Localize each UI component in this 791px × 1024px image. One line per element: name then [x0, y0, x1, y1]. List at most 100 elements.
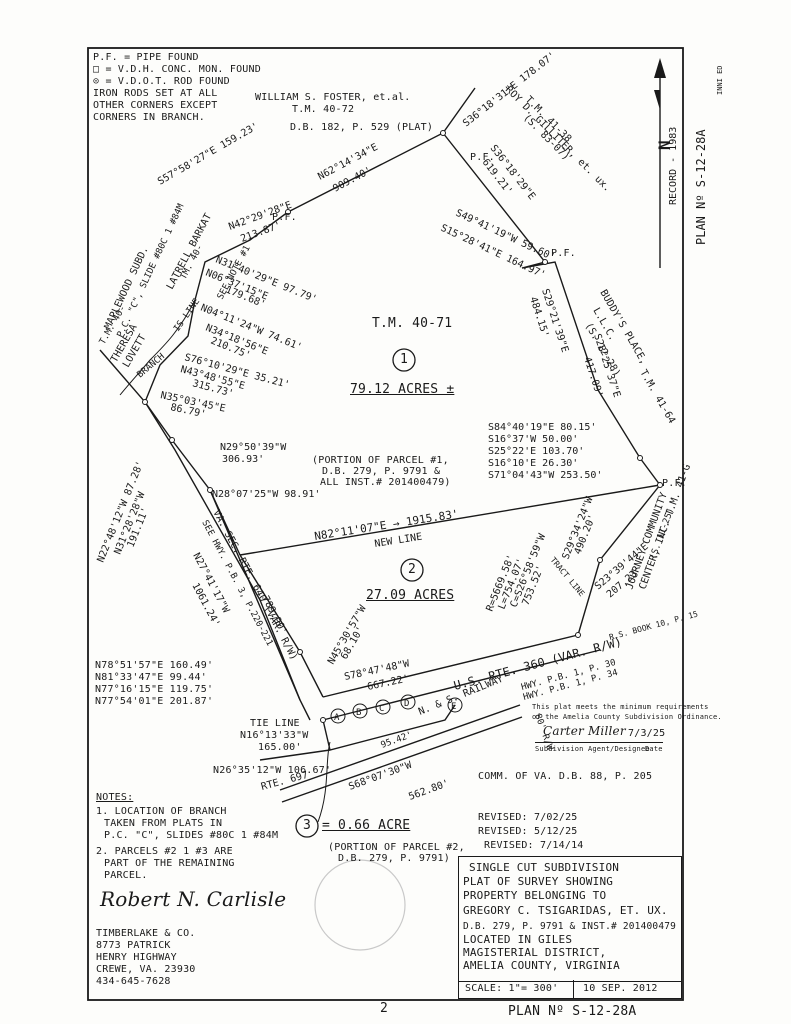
title-line-8: AMELIA COUNTY, VIRGINIA — [463, 959, 620, 972]
point-d: D — [404, 699, 409, 709]
abcd-de: N77°54'01"E 201.87' — [95, 696, 214, 707]
north-arrow-head — [654, 58, 666, 78]
branch-line — [119, 299, 196, 396]
title-date: 10 SEP. 2012 — [583, 983, 658, 994]
plan-number-bottom: PLAN Nº S-12-28A — [508, 1004, 637, 1019]
parcel-1-west-boundary — [144, 211, 289, 556]
comm-of-va: COMM. OF VA. D.B. 88, P. 205 — [478, 771, 653, 782]
corner-marker — [297, 649, 303, 655]
legend-square-icon: □ — [93, 64, 106, 75]
parcel-1-note-3: ALL INST.# 201400479) — [320, 477, 451, 488]
approval-line-2: of the Amelia County Subdivision Ordinan… — [532, 713, 722, 721]
revision-1: REVISED: 7/02/25 — [478, 812, 578, 823]
legend-rods-3: CORNERS IN BRANCH. — [93, 112, 205, 123]
title-line-5: D.B. 279, P. 9791 & INST.# 201400479 — [463, 921, 677, 932]
abcd-cd: N77°16'15"E 119.75' — [95, 684, 214, 695]
bearing-s71: S71°04'43"W 253.50' — [488, 470, 602, 481]
owner-foster-tm: T.M. 40-72 — [292, 104, 355, 115]
notes-heading: NOTES: — [96, 792, 134, 803]
page-number: 2 — [380, 1001, 389, 1016]
revision-2: REVISED: 5/12/25 — [478, 826, 578, 837]
title-line-4: GREGORY C. TSIGARIDAS, ET. UX. — [463, 904, 668, 917]
note-1b: TAKEN FROM PLATS IN — [104, 818, 223, 829]
route-360-south-edge — [322, 649, 601, 721]
surveyor-phone: 434-645-7628 — [96, 976, 171, 987]
bearing-s68-dist: 562.80' — [407, 778, 450, 803]
title-line-3: PROPERTY BELONGING TO — [463, 889, 607, 902]
parcel-1-circle — [392, 348, 416, 372]
corner-marker — [169, 437, 175, 443]
far-west-line — [99, 349, 311, 721]
corner-marker — [657, 482, 663, 488]
bearing-s16-w: S16°37'W 50.00' — [488, 434, 578, 445]
legend-square-text: = V.D.H. CONC. MON. FOUND — [105, 64, 261, 75]
title-footer-divider — [573, 980, 574, 998]
s-line-label: IS LINE — [172, 297, 202, 334]
pf-label-2: P.F. — [470, 152, 495, 163]
legend-circle-row: ⊙ = V.D.O.T. ROD FOUND — [93, 76, 230, 87]
bearing-n26: N26°35'12"W 106.67' — [213, 765, 332, 776]
legend-circle-icon: ⊙ — [93, 76, 106, 87]
railway-dist: 95.42' — [380, 730, 414, 751]
surveyor-firm: TIMBERLAKE & CO. — [96, 928, 196, 939]
point-d-circle — [400, 694, 416, 710]
tax-map-label: T.M. 40-71 — [372, 316, 453, 331]
title-line-6: LOCATED IN GILES — [463, 933, 573, 946]
bearing-n29-dist: 306.93' — [222, 454, 264, 465]
corner-marker — [575, 632, 581, 638]
approval-date: 7/3/25 — [628, 728, 666, 739]
note-2c: PARCEL. — [104, 870, 148, 881]
route-640-label: VA. SEC. RTE. 640 (VAR. R/W) — [210, 508, 299, 662]
bearing-s84: S84°40'19"E 80.15' — [488, 422, 596, 433]
title-line-7: MAGISTERIAL DISTRICT, — [463, 946, 607, 959]
route-640-edge — [209, 489, 301, 701]
corner-marker — [285, 209, 291, 215]
note-2a: 2. PARCELS #2 1 #3 ARE — [96, 846, 233, 857]
corner-marker — [142, 399, 148, 405]
title-block-footer: SCALE: 1"= 300' 10 SEP. 2012 — [458, 980, 682, 999]
bearing-s16-e: S16°10'E 26.30' — [488, 458, 578, 469]
railway-south — [281, 716, 523, 803]
parcel-3-note-1: (PORTION OF PARCEL #2, — [328, 842, 465, 853]
plan-number-side: PLAN Nº S-12-28A — [694, 129, 708, 245]
surveyor-seal — [314, 859, 406, 951]
surveyor-city: CREWE, VA. 23930 — [96, 964, 196, 975]
point-e-circle — [447, 697, 463, 713]
tract-line-label: TRACT LINE — [548, 556, 586, 599]
owner-foster-db: D.B. 182, P. 529 (PLAT) — [290, 122, 434, 133]
parcel-1-note-2: D.B. 279, P. 9791 & — [322, 466, 441, 477]
railway-north — [279, 704, 521, 791]
note-2b: PART OF THE REMAINING — [104, 858, 235, 869]
approval-line-1: This plat meets the minimum requirements — [532, 703, 709, 711]
parcel-1-note-1: (PORTION OF PARCEL #1, — [312, 455, 449, 466]
new-line-label: NEW LINE — [374, 532, 423, 550]
abcd-bc: N81°33'47"E 99.44' — [95, 672, 207, 683]
legend-rods-1: IRON RODS SET AT ALL — [93, 88, 218, 99]
point-c-circle — [375, 699, 391, 715]
corner-marker — [597, 557, 603, 563]
bearing-n29: N29°50'39"W — [220, 442, 287, 453]
revision-3: REVISED: 7/14/14 — [484, 840, 584, 851]
tie-line-label: TIE LINE — [250, 718, 300, 729]
plan-side-small: INNI ED — [716, 65, 724, 95]
pf-label-4: P.F. — [662, 478, 687, 489]
owner-buddys-tm: T.M. 41-64 — [637, 368, 677, 426]
north-arrow-label: N — [655, 140, 674, 150]
approval-agent-label: Subdivision Agent/Designee — [535, 742, 650, 755]
new-line — [239, 484, 661, 556]
surveyor-signature: Robert N. Carlisle — [100, 887, 287, 911]
rs-book-label: R.S. BOOK 10, P. 15 — [608, 610, 699, 642]
point-e: E — [451, 702, 456, 712]
point-a-circle — [330, 708, 346, 724]
bearing-s68: S68°07'30"W — [347, 759, 414, 792]
corner-marker — [207, 487, 213, 493]
bearing-s25: S25°22'E 103.70' — [488, 446, 584, 457]
tie-line-dist: 165.00' — [258, 742, 302, 753]
pf-label-3: P.F. — [551, 248, 576, 259]
approval-date-label: Date — [645, 742, 663, 755]
route-697-line — [259, 749, 331, 761]
corner-marker — [440, 130, 446, 136]
point-a: A — [334, 713, 340, 723]
